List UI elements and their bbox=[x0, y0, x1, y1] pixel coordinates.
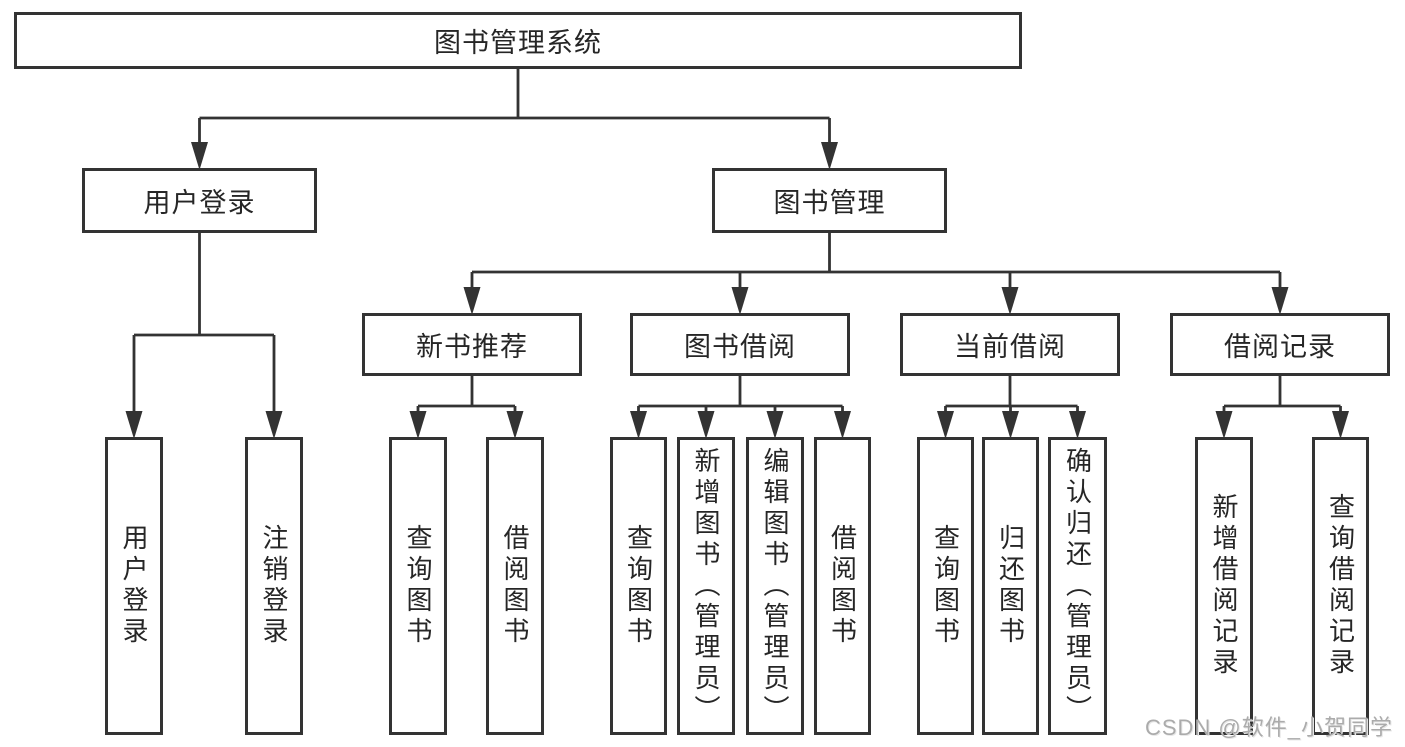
arrowhead-icon bbox=[937, 411, 954, 439]
node-label: 图书管理系统 bbox=[434, 28, 602, 58]
arrowhead-icon bbox=[463, 287, 481, 315]
node-label: 确认归还（管理员） bbox=[1062, 446, 1093, 726]
node-rec-query: 查询图书 bbox=[389, 437, 447, 735]
node-root: 图书管理系统 bbox=[14, 12, 1022, 69]
arrowhead-icon bbox=[821, 142, 838, 170]
node-br-add: 新增借阅记录 bbox=[1195, 437, 1253, 735]
node-new-book-rec: 新书推荐 bbox=[362, 313, 582, 376]
node-label: 注销登录 bbox=[259, 524, 289, 648]
node-current-borrow: 当前借阅 bbox=[900, 313, 1120, 376]
node-cb-return: 归还图书 bbox=[982, 437, 1039, 735]
connector-path bbox=[132, 69, 1342, 413]
node-label: 查询图书 bbox=[403, 524, 433, 648]
arrowhead-icon bbox=[191, 142, 208, 170]
node-bb-query: 查询图书 bbox=[610, 437, 667, 735]
node-login-op: 用户登录 bbox=[105, 437, 163, 735]
node-cb-confirm: 确认归还（管理员） bbox=[1048, 437, 1107, 735]
arrowhead-icon bbox=[409, 411, 427, 439]
arrowhead-icon bbox=[1069, 411, 1086, 439]
node-label: 查询借阅记录 bbox=[1325, 493, 1356, 679]
arrowhead-icon bbox=[1002, 411, 1019, 439]
arrowhead-icon bbox=[766, 411, 784, 439]
arrowhead-icon bbox=[630, 411, 647, 439]
node-br-query: 查询借阅记录 bbox=[1312, 437, 1369, 735]
node-rec-borrow: 借阅图书 bbox=[486, 437, 544, 735]
node-book-mgmt: 图书管理 bbox=[712, 168, 947, 233]
arrowhead-icon bbox=[265, 411, 283, 439]
node-label: 新增借阅记录 bbox=[1209, 493, 1239, 679]
arrowhead-icon bbox=[125, 411, 143, 439]
node-logout-op: 注销登录 bbox=[245, 437, 303, 735]
node-label: 新增图书（管理员） bbox=[691, 446, 721, 726]
node-user-login: 用户登录 bbox=[82, 168, 317, 233]
node-label: 借阅记录 bbox=[1224, 332, 1336, 362]
node-cb-query: 查询图书 bbox=[917, 437, 974, 735]
arrowhead-icon bbox=[506, 411, 524, 439]
arrowhead-icon bbox=[1001, 287, 1019, 315]
node-label: 编辑图书（管理员） bbox=[760, 446, 790, 726]
node-label: 图书管理 bbox=[773, 188, 886, 218]
arrowhead-icon bbox=[1332, 411, 1349, 439]
node-bb-edit: 编辑图书（管理员） bbox=[746, 437, 804, 735]
node-label: 用户登录 bbox=[119, 524, 149, 648]
node-bb-borrow: 借阅图书 bbox=[814, 437, 871, 735]
node-label: 借阅图书 bbox=[827, 524, 858, 648]
node-label: 当前借阅 bbox=[954, 332, 1066, 362]
node-label: 借阅图书 bbox=[500, 524, 530, 648]
node-label: 查询图书 bbox=[930, 524, 961, 648]
node-label: 查询图书 bbox=[623, 524, 654, 648]
arrowhead-icon bbox=[731, 287, 749, 315]
arrowhead-icon bbox=[1215, 411, 1233, 439]
node-borrow-record: 借阅记录 bbox=[1170, 313, 1390, 376]
node-book-borrow: 图书借阅 bbox=[630, 313, 850, 376]
node-label: 用户登录 bbox=[143, 188, 256, 218]
arrowhead-icon bbox=[697, 411, 715, 439]
arrowhead-icon bbox=[1271, 287, 1289, 315]
node-label: 新书推荐 bbox=[416, 332, 528, 362]
arrowhead-icon bbox=[834, 411, 851, 439]
node-label: 图书借阅 bbox=[684, 332, 796, 362]
watermark-text: CSDN @软件_小贺同学 bbox=[1144, 715, 1393, 740]
node-label: 归还图书 bbox=[995, 524, 1026, 648]
node-bb-add: 新增图书（管理员） bbox=[677, 437, 735, 735]
